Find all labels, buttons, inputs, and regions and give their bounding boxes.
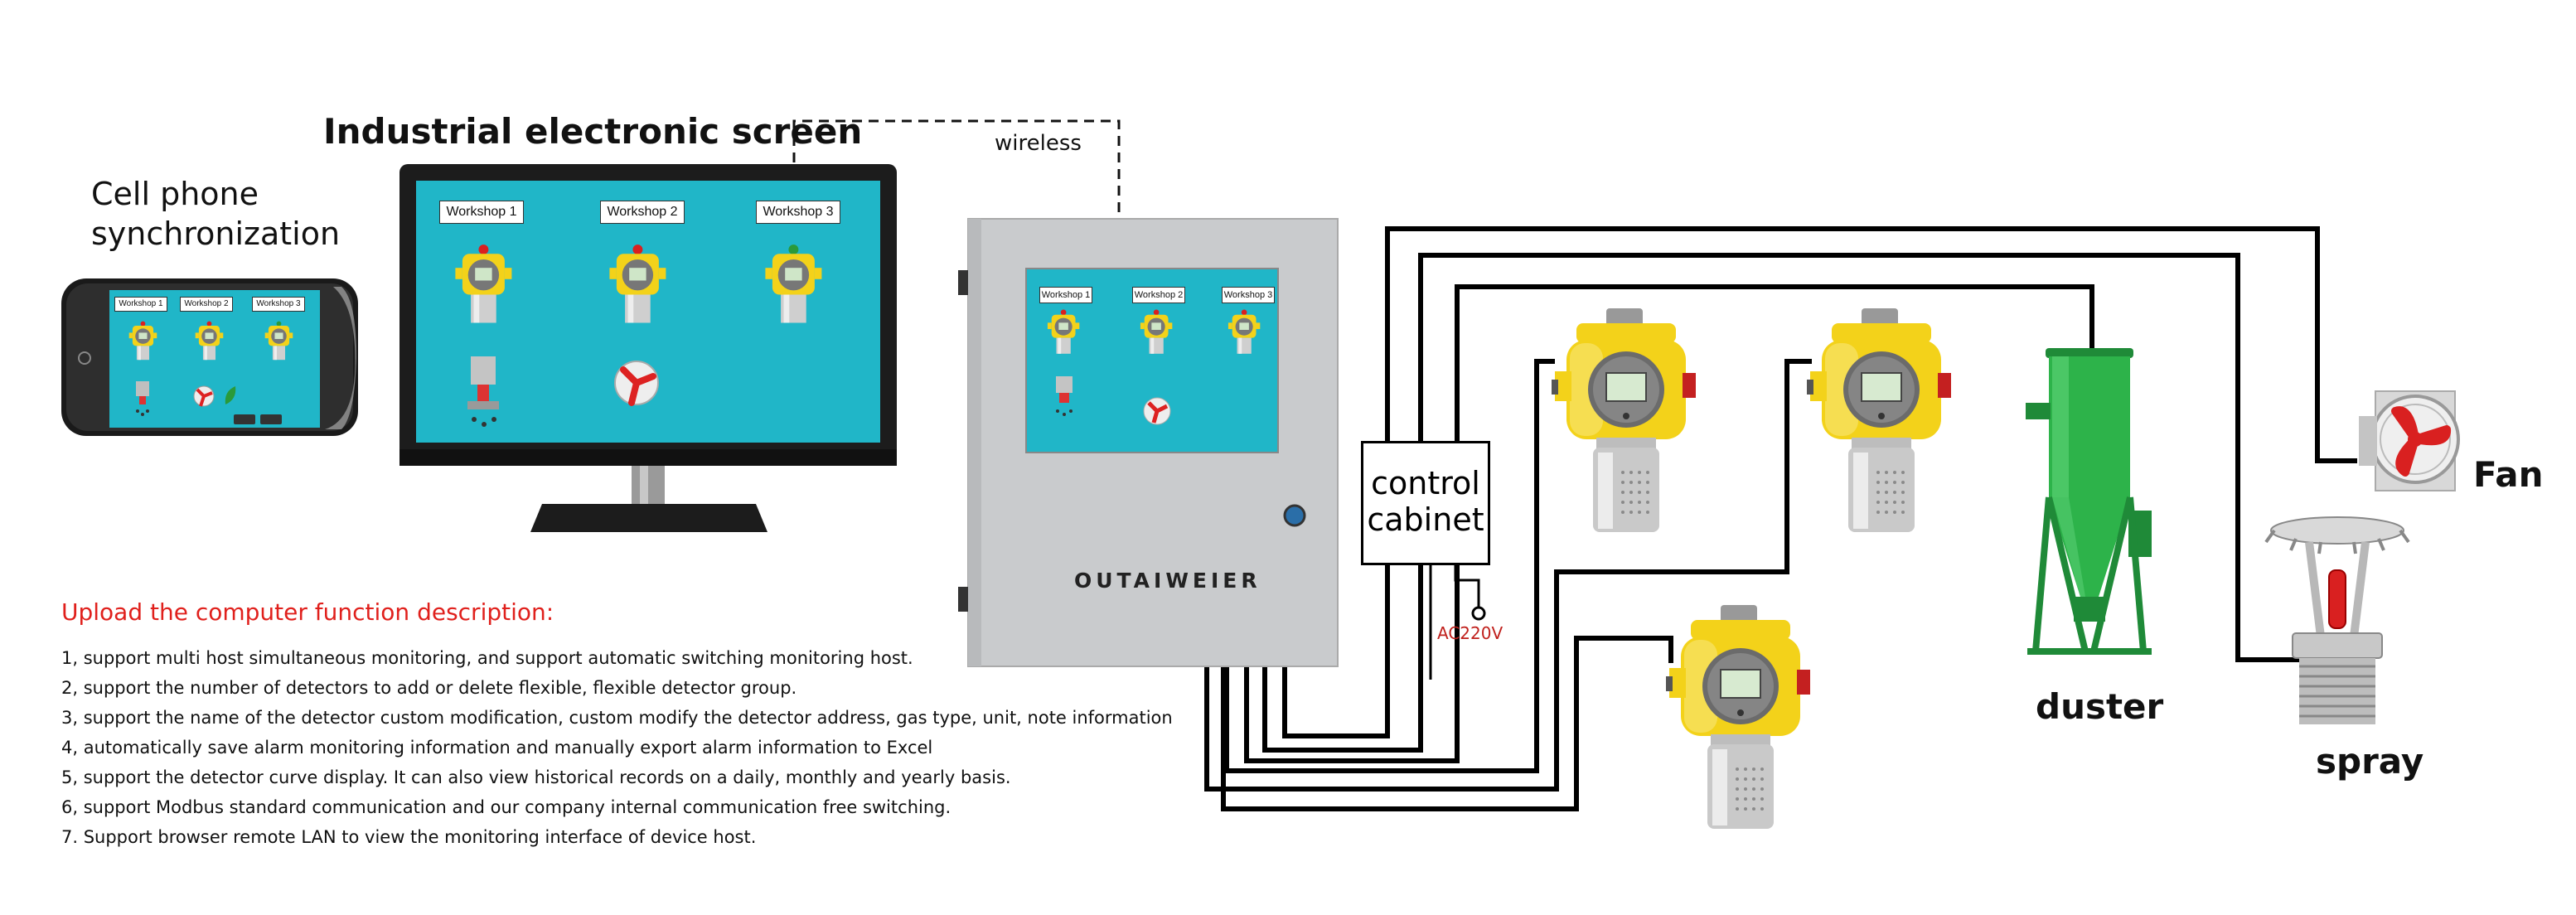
- cabinet-tag-workshop-1: Workshop 1: [1039, 287, 1092, 303]
- detector-icon: [1047, 309, 1080, 354]
- sprinkler-icon: [136, 381, 149, 416]
- glass-bulb-icon: [2328, 569, 2346, 629]
- screen-label: Industrial electronic screen: [323, 111, 863, 152]
- duster-icon: [2026, 348, 2152, 655]
- fan-icon: [193, 385, 215, 407]
- sprinkler-icon: [467, 356, 499, 427]
- detector-icon: [264, 321, 293, 361]
- hinge-icon: [958, 587, 968, 612]
- fan-label: Fan: [2473, 454, 2544, 495]
- control-cabinet-line-2: cabinet: [1367, 501, 1484, 538]
- description-item: 5, support the detector curve display. I…: [61, 767, 1011, 787]
- phone-tag-workshop-2: Workshop 2: [180, 297, 233, 312]
- power-label: AC220V: [1437, 623, 1503, 643]
- monitor-stand: [530, 504, 767, 532]
- detector-icon: [609, 244, 666, 323]
- hinge-icon: [958, 270, 968, 295]
- description-list: 1, support multi host simultaneous monit…: [61, 643, 1173, 852]
- fan-icon: [2359, 390, 2460, 491]
- description-item: 3, support the name of the detector cust…: [61, 708, 1173, 728]
- phone-label-line-1: Cell phone: [91, 176, 259, 212]
- wireless-label: wireless: [995, 131, 1082, 156]
- phone-button-icon: [234, 414, 255, 424]
- phone-label: Cell phone synchronization: [91, 174, 340, 254]
- phone-tag-workshop-3: Workshop 3: [252, 297, 305, 312]
- cabinet-tag-workshop-3: Workshop 3: [1222, 287, 1275, 303]
- detector-icon: [765, 244, 822, 323]
- phone-button-icon: [260, 414, 282, 424]
- phone-screen-icons: [128, 321, 293, 424]
- cable-to-detector-1: [1224, 359, 1555, 773]
- cable-to-detector-2: [1204, 359, 1812, 792]
- detector-icon: [455, 244, 512, 323]
- power-button-icon: [1283, 504, 1306, 527]
- gas-detector-1: [1552, 307, 1697, 533]
- control-cabinet-line-1: control: [1371, 465, 1480, 501]
- gas-detector-3: [1666, 604, 1811, 830]
- monitor-tag-workshop-2: Workshop 2: [600, 201, 685, 224]
- cable-to-detector-3: [1221, 636, 1673, 811]
- spray-sprinkler-icon: [2264, 516, 2410, 724]
- cable-to-spray: [1262, 253, 2301, 753]
- status-leaf-icon: [225, 386, 236, 404]
- cabinet-screen-icons: [1047, 309, 1261, 425]
- phone-tag-workshop-1: Workshop 1: [114, 297, 167, 312]
- description-item: 4, automatically save alarm monitoring i…: [61, 738, 933, 758]
- cabinet-tag-workshop-2: Workshop 2: [1132, 287, 1185, 303]
- description-item: 1, support multi host simultaneous monit…: [61, 648, 913, 668]
- cable-bundle: [1204, 226, 2357, 811]
- power-terminal: [1471, 606, 1486, 621]
- detector-icon: [1140, 309, 1173, 354]
- monitor-tag-workshop-3: Workshop 3: [756, 201, 840, 224]
- monitor-screen-icons: [455, 244, 822, 427]
- cable-to-fan: [1282, 226, 2357, 738]
- phone-label-line-2: synchronization: [91, 215, 341, 252]
- control-cabinet: control cabinet: [1361, 441, 1490, 565]
- sprinkler-icon: [1056, 376, 1073, 416]
- gas-detector-2: [1807, 307, 1952, 533]
- description-item: 6, support Modbus standard communication…: [61, 797, 951, 817]
- detector-icon: [128, 321, 157, 361]
- description-item: 7. Support browser remote LAN to view th…: [61, 827, 757, 847]
- wireless-link: [792, 119, 1121, 217]
- fan-icon: [1143, 397, 1171, 425]
- monitor-tag-workshop-1: Workshop 1: [439, 201, 524, 224]
- description-heading: Upload the computer function description…: [61, 598, 554, 626]
- duster-label: duster: [2036, 686, 2164, 727]
- spray-label: spray: [2316, 741, 2424, 782]
- fan-icon: [614, 361, 659, 406]
- home-button-icon: [78, 351, 91, 365]
- power-line: [1429, 564, 1480, 680]
- brand-label: OUTAIWEIER: [1074, 569, 1261, 593]
- description-item: 2, support the number of detectors to ad…: [61, 678, 797, 698]
- detector-icon: [1227, 309, 1261, 354]
- detector-icon: [195, 321, 224, 361]
